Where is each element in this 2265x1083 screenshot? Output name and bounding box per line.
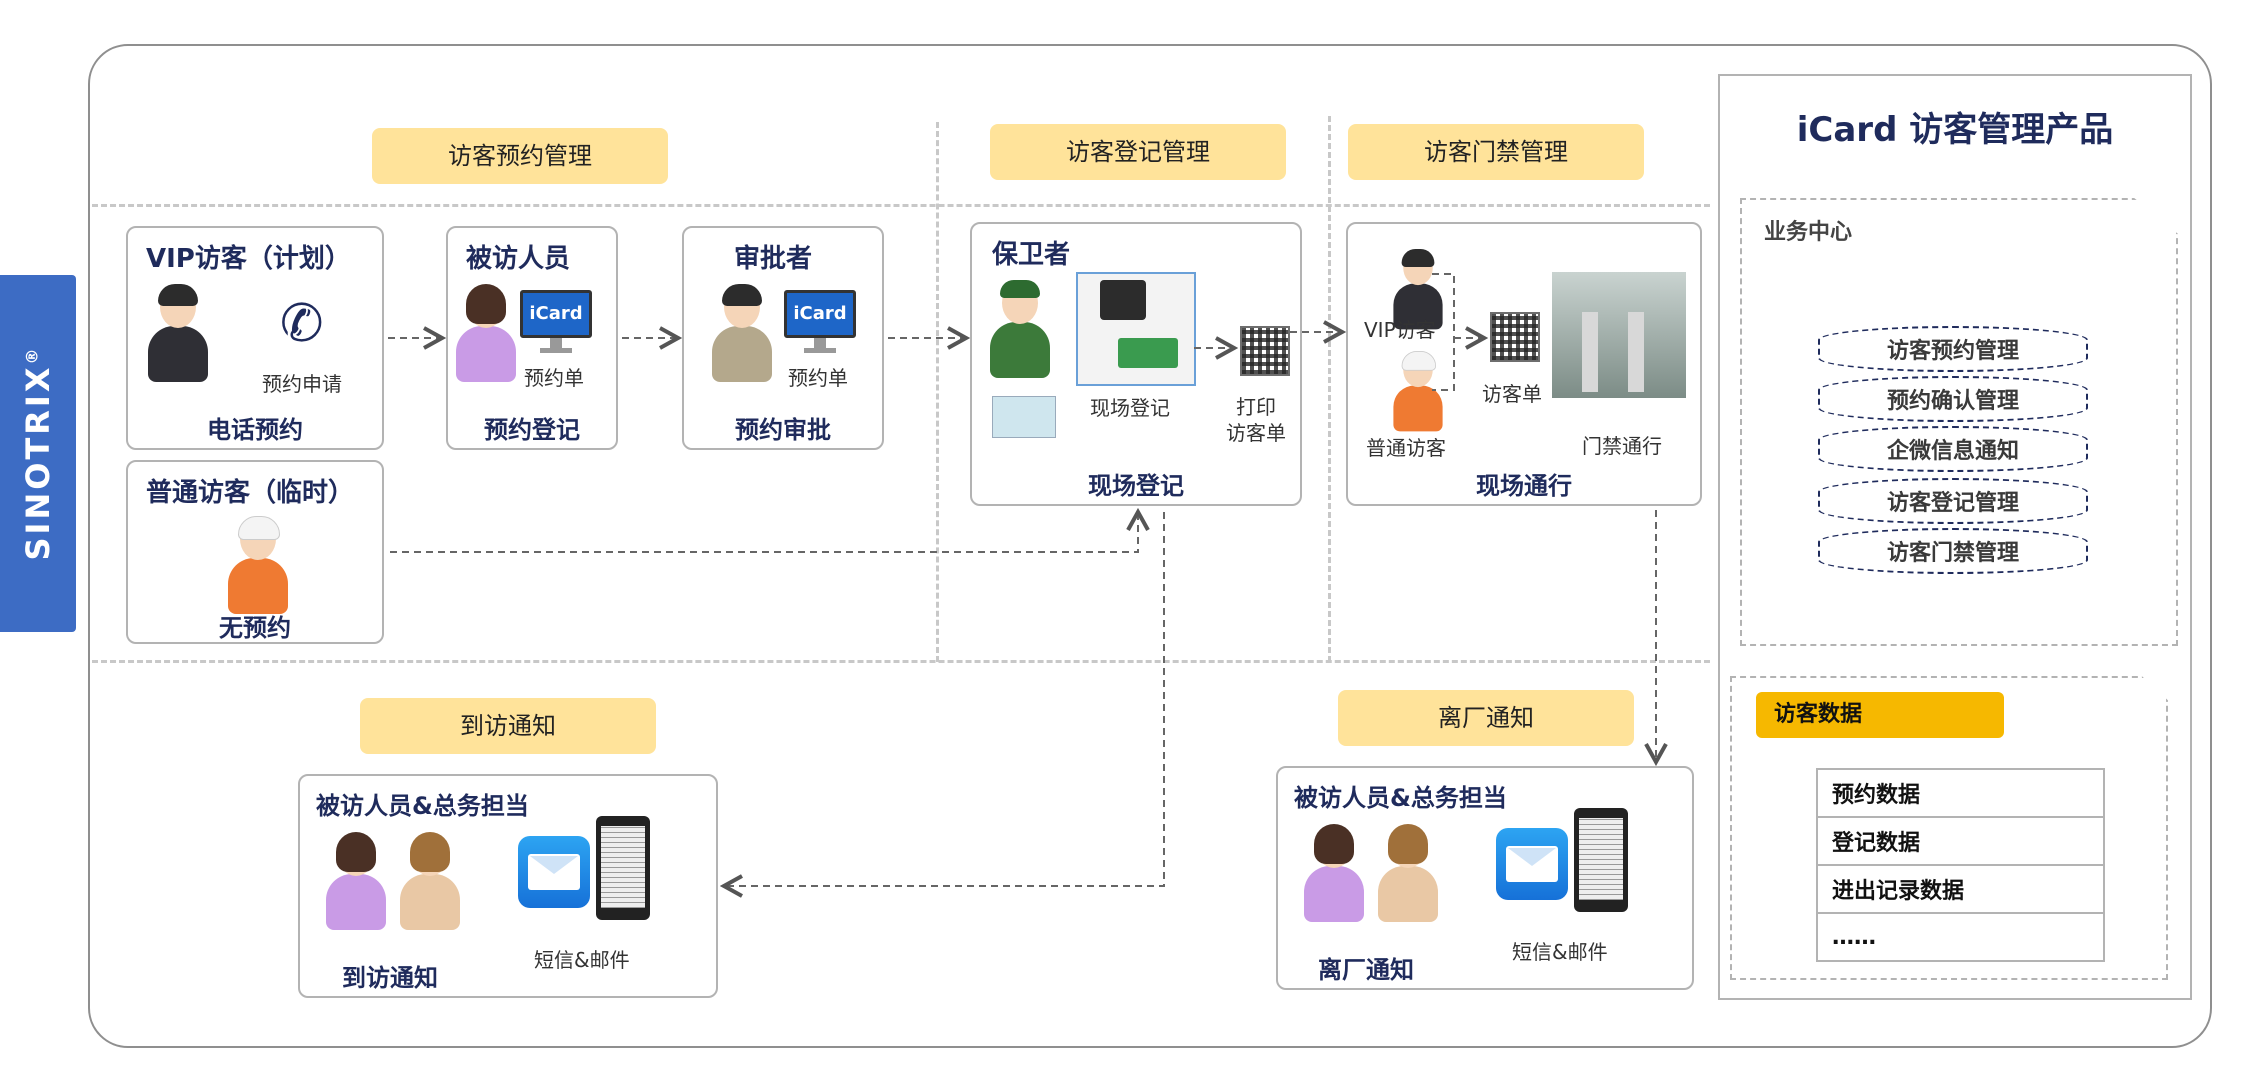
kiosk-device-icon [1076, 272, 1196, 386]
departure-notice-box: 被访人员&总务担当 短信&邮件 离厂通知 [1276, 766, 1694, 990]
visitor-data-tag: 访客数据 [1756, 692, 2004, 738]
data-row-label: 预约数据 [1816, 768, 2105, 818]
mail-icon [1496, 828, 1568, 900]
table-row: 进出记录数据 [1816, 864, 2105, 914]
walkin-title: 普通访客（临时） [146, 478, 355, 508]
host-icon-label: 预约单 [524, 366, 584, 390]
diagram-frame [88, 44, 2212, 1048]
host-box: 被访人员 iCard 预约单 预约登记 [446, 226, 618, 450]
vip-person-icon [1393, 249, 1443, 330]
icard-monitor-icon: iCard [520, 290, 592, 356]
guard-title: 保卫者 [992, 240, 1071, 270]
staff-person-icon [1378, 824, 1438, 922]
section-departure: 离厂通知 [1338, 690, 1634, 746]
worker-person-icon [1393, 351, 1443, 432]
vip-caption: 电话预约 [207, 416, 303, 444]
table-row: 登记数据 [1816, 816, 2105, 866]
departure-msg-label: 短信&邮件 [1512, 940, 1608, 964]
staff-person-icon [400, 832, 460, 930]
business-center-title: 业务中心 [1764, 220, 1853, 245]
guard-box: 保卫者 现场登记 打印 访客单 现场登记 [970, 222, 1302, 506]
data-row-label: 登记数据 [1816, 816, 2105, 866]
module-wecom-notify: 企微信息通知 [1818, 426, 2088, 472]
vip-title: VIP访客（计划） [146, 244, 351, 274]
qr-slip-icon [1240, 326, 1290, 376]
business-center-panel [1740, 198, 2178, 646]
table-row: 预约数据 [1816, 768, 2105, 818]
arrival-msg-label: 短信&邮件 [534, 948, 630, 972]
worker-person-icon [228, 516, 288, 614]
walkin-caption: 无预约 [219, 614, 291, 642]
host-person-icon [326, 832, 386, 930]
table-row: …… [1816, 912, 2105, 962]
section-booking: 访客预约管理 [372, 128, 668, 184]
module-confirmation: 预约确认管理 [1818, 376, 2088, 422]
host-title: 被访人员 [466, 244, 571, 274]
qr-slip-icon [1490, 312, 1540, 362]
host-caption: 预约登记 [484, 416, 580, 444]
bracket-visitors [1432, 273, 1455, 391]
vip-visitor-box: VIP访客（计划） ✆ 预约申请 电话预约 [126, 226, 384, 450]
brand-tab: SINOTRIX® [0, 275, 76, 632]
arrival-notice-box: 被访人员&总务担当 短信&邮件 到访通知 [298, 774, 718, 998]
divider-col-1 [936, 122, 939, 662]
section-registration: 访客登记管理 [990, 124, 1286, 180]
gate-gate-label: 门禁通行 [1582, 434, 1662, 458]
divider-bottom [92, 660, 1710, 663]
departure-caption: 离厂通知 [1318, 956, 1414, 984]
departure-title: 被访人员&总务担当 [1294, 784, 1507, 812]
divider-top [92, 204, 1710, 207]
product-panel [1718, 74, 2192, 1000]
icard-monitor-icon: iCard [784, 290, 856, 356]
host-person-icon [1304, 824, 1364, 922]
id-card-icon [992, 396, 1056, 438]
module-registration: 访客登记管理 [1818, 478, 2088, 524]
section-arrival: 到访通知 [360, 698, 656, 754]
arrow-guard-to-arrival [724, 512, 1165, 886]
mobile-phone-icon [1574, 808, 1628, 912]
host-person-icon [456, 284, 516, 382]
turnstile-photo-icon [1552, 272, 1686, 398]
section-access: 访客门禁管理 [1348, 124, 1644, 180]
arrival-title: 被访人员&总务担当 [316, 792, 529, 820]
mobile-phone-icon [596, 816, 650, 920]
approver-caption: 预约审批 [735, 416, 831, 444]
module-access: 访客门禁管理 [1818, 528, 2088, 574]
guard-print-label: 打印 访客单 [1226, 395, 1286, 445]
gate-vip-label: VIP访客 [1364, 318, 1436, 342]
visitor-data-panel [1730, 676, 2168, 980]
guard-caption: 现场登记 [1088, 472, 1184, 500]
walkin-visitor-box: 普通访客（临时） 无预约 [126, 460, 384, 644]
mail-icon [518, 836, 590, 908]
divider-col-2 [1328, 116, 1331, 662]
guard-person-icon [990, 280, 1050, 378]
guard-device-label: 现场登记 [1090, 396, 1170, 420]
vip-icon-label: 预约申请 [262, 372, 342, 396]
arrival-caption: 到访通知 [342, 964, 438, 992]
approver-title: 审批者 [734, 244, 813, 274]
data-row-label: 进出记录数据 [1816, 864, 2105, 914]
vip-person-icon [148, 284, 208, 382]
approver-box: 审批者 iCard 预约单 预约审批 [682, 226, 884, 450]
product-title: iCard 访客管理产品 [1796, 110, 2114, 150]
approver-icon-label: 预约单 [788, 366, 848, 390]
gate-caption: 现场通行 [1476, 472, 1572, 500]
arrow-walkin-to-guard [390, 512, 1138, 553]
visitor-data-table: 预约数据 登记数据 进出记录数据 …… [1816, 768, 2105, 962]
approver-person-icon [712, 284, 772, 382]
data-row-label: …… [1816, 912, 2105, 962]
gate-slip-label: 访客单 [1482, 382, 1542, 406]
gate-normal-label: 普通访客 [1366, 436, 1446, 460]
gate-box: VIP访客 普通访客 访客单 门禁通行 现场通行 [1346, 222, 1702, 506]
phone-icon: ✆ [280, 294, 324, 354]
module-booking: 访客预约管理 [1818, 326, 2088, 372]
